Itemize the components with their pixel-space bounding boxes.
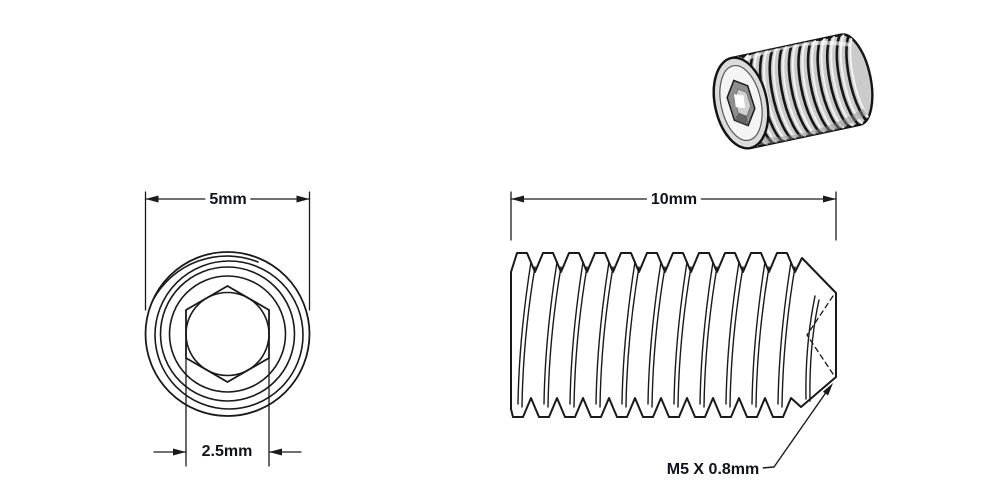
dimension-label-length: 10mm xyxy=(646,192,702,208)
isometric-render xyxy=(712,30,879,152)
dimension-label-outer-diameter: 5mm xyxy=(205,192,251,208)
front-view xyxy=(144,251,311,417)
thread-spec-label: M5 X 0.8mm xyxy=(662,462,764,478)
dimension-label-socket-width: 2.5mm xyxy=(197,444,257,460)
dimension-lines xyxy=(144,191,837,469)
side-view xyxy=(510,252,837,418)
